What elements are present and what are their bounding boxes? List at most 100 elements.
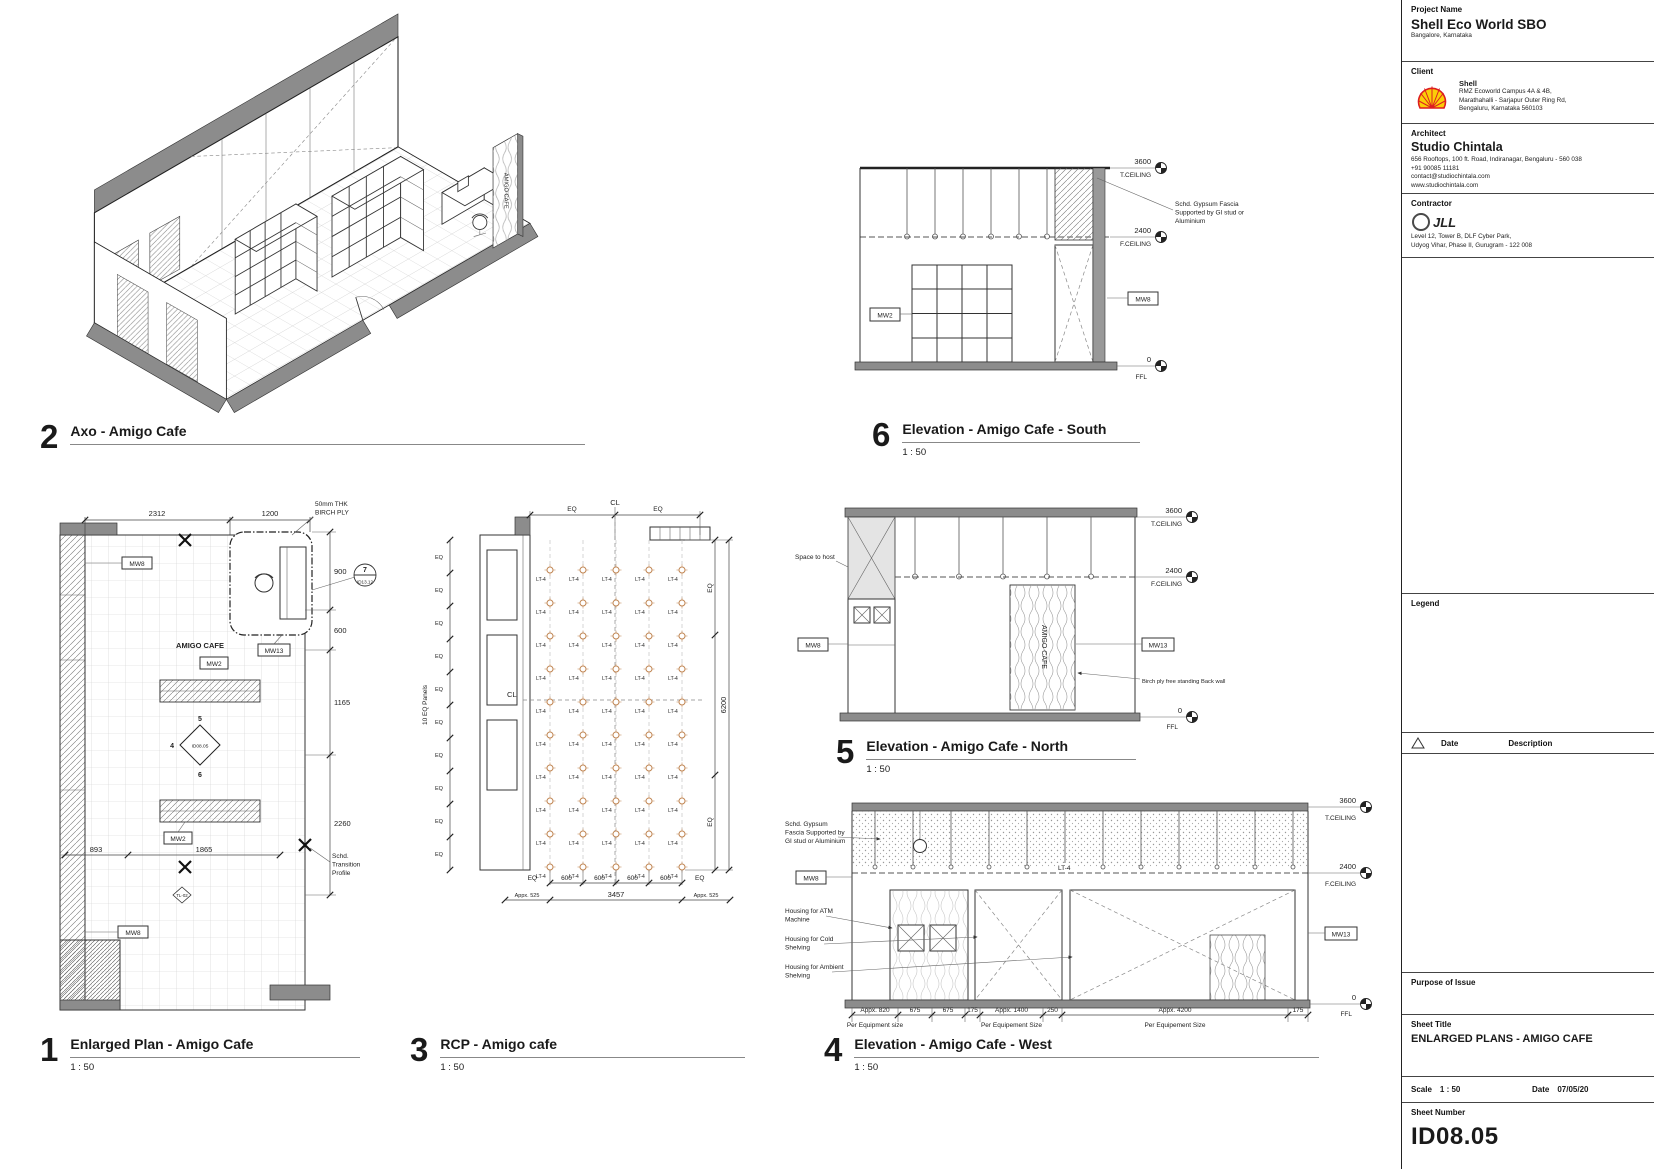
light-label: LT-4 bbox=[569, 676, 579, 682]
eq-label: EQ bbox=[695, 875, 704, 882]
light-label: LT-4 bbox=[635, 643, 645, 649]
west-elevation-drawing: LT-4 Schd. Gypsum Fascia Supported by GI… bbox=[785, 796, 1372, 1029]
svg-text:Birch ply free standing Back w: Birch ply free standing Back wall bbox=[1142, 679, 1225, 685]
ceiling-light bbox=[678, 599, 686, 607]
south-floor bbox=[854, 361, 1118, 371]
dim-appx525: Appx. 525 bbox=[515, 893, 540, 899]
ceiling-light bbox=[612, 698, 620, 706]
ceiling-light bbox=[579, 731, 587, 739]
ceiling-light bbox=[645, 797, 653, 805]
title-block: Project Name Shell Eco World SBO Bangalo… bbox=[1401, 0, 1654, 1169]
ceiling-light bbox=[546, 665, 554, 673]
tag-mw8: MW8 bbox=[1107, 291, 1159, 306]
west-cold-note: Housing for Cold Shelving bbox=[785, 935, 978, 952]
date-value: 07/05/20 bbox=[1557, 1085, 1589, 1094]
ceiling-light bbox=[612, 764, 620, 772]
ceiling-light bbox=[546, 863, 554, 871]
light-label: LT-4 bbox=[569, 610, 579, 616]
light-label: LT-4 bbox=[536, 610, 546, 616]
jll-logo-icon: JLL bbox=[1412, 213, 1456, 231]
client-address: RMZ Ecoworld Campus 4A & 4B, bbox=[1459, 88, 1552, 95]
light-label: LT-4 bbox=[536, 577, 546, 583]
tag-mw2-top: MW2 bbox=[199, 656, 229, 670]
eq-label: EQ bbox=[528, 875, 537, 882]
axo-shelf-unit-a bbox=[234, 203, 318, 315]
north-host-panel bbox=[847, 516, 896, 600]
ceiling-light bbox=[678, 698, 686, 706]
contractor-address: Level 12, Tower B, DLF Cyber Park, bbox=[1411, 233, 1512, 240]
svg-text:FFL: FFL bbox=[1340, 1011, 1352, 1018]
tag-mw2-bottom: MW2 bbox=[163, 821, 193, 845]
light-label: LT-4 bbox=[635, 841, 645, 847]
drawing-scale: 1 : 50 bbox=[70, 1062, 95, 1073]
svg-text:T.CEILING: T.CEILING bbox=[1151, 521, 1182, 528]
ceiling-light bbox=[612, 731, 620, 739]
pendant-light bbox=[1176, 864, 1182, 870]
svg-text:T.CEILING: T.CEILING bbox=[1325, 815, 1356, 822]
svg-text:3600: 3600 bbox=[1339, 796, 1356, 805]
svg-text:F.CEILING: F.CEILING bbox=[1325, 881, 1356, 888]
pendant-light bbox=[1044, 233, 1050, 240]
axo-sign-panel: AMIGO CAFE bbox=[492, 132, 524, 249]
pendant-light bbox=[904, 233, 910, 240]
svg-text:MW8: MW8 bbox=[805, 643, 821, 650]
pendant-light bbox=[1000, 573, 1006, 580]
eq-label: EQ bbox=[435, 786, 444, 792]
svg-text:Schd. Gypsum Fascia: Schd. Gypsum Fascia bbox=[1175, 201, 1239, 208]
south-fascia-panel bbox=[1054, 167, 1094, 241]
svg-text:Aluminium: Aluminium bbox=[1175, 218, 1205, 225]
architect-website: www.studiochintala.com bbox=[1411, 181, 1479, 189]
project-name-label: Project Name bbox=[1411, 5, 1463, 14]
contractor-label: Contractor bbox=[1411, 199, 1452, 208]
sheet-title-label: Sheet Title bbox=[1411, 1020, 1452, 1029]
drawing-scale: 1 : 50 bbox=[854, 1062, 879, 1073]
pendant-light bbox=[912, 573, 918, 580]
dim-3457: 3457 bbox=[608, 890, 625, 899]
light-label: LT-4 bbox=[536, 643, 546, 649]
sheet-number-section: Sheet Number ID08.05 bbox=[1402, 1103, 1654, 1169]
ceiling-light bbox=[612, 665, 620, 673]
south-wall-column bbox=[1092, 167, 1106, 363]
light-label: LT-4 bbox=[635, 577, 645, 583]
svg-text:4: 4 bbox=[170, 743, 174, 750]
light-label: LT-4 bbox=[602, 874, 612, 880]
svg-text:675: 675 bbox=[943, 1007, 954, 1014]
client-address: Marathahalli - Sarjapur Outer Ring Rd, bbox=[1459, 96, 1567, 104]
west-atm-housing bbox=[889, 889, 969, 1001]
light-label: LT-4 bbox=[602, 775, 612, 781]
svg-text:175: 175 bbox=[1293, 1007, 1304, 1014]
tag-mw8: MW8 bbox=[795, 870, 852, 885]
eq-label: EQ bbox=[435, 654, 444, 660]
pendant-lights bbox=[872, 811, 1296, 870]
svg-text:50mm THK: 50mm THK bbox=[315, 501, 348, 508]
plan-wall-cap bbox=[59, 522, 118, 536]
axo-drawing: AMIGO CAFE bbox=[86, 13, 539, 413]
light-label: LT-4 bbox=[668, 874, 678, 880]
drawing-number: 2 bbox=[40, 418, 59, 455]
svg-text:Appx. 4200: Appx. 4200 bbox=[1159, 1007, 1192, 1014]
light-label: LT-4 bbox=[569, 874, 579, 880]
client-address: Bengaluru, Karnataka 560103 bbox=[1459, 105, 1543, 112]
svg-text:2400: 2400 bbox=[1339, 862, 1356, 871]
svg-text:FFL: FFL bbox=[1166, 724, 1178, 731]
plan-detail-callout: 7 ID13.12 bbox=[311, 563, 377, 591]
south-gypsum-note: Schd. Gypsum Fascia Supported by GI stud… bbox=[1096, 177, 1245, 225]
plan-wall-block bbox=[59, 939, 121, 1011]
light-label: LT-4 bbox=[536, 742, 546, 748]
svg-text:Appx. 1400: Appx. 1400 bbox=[995, 1007, 1028, 1014]
ceiling-light bbox=[645, 599, 653, 607]
legend-section: Legend bbox=[1402, 593, 1654, 733]
pendant-light bbox=[1138, 864, 1144, 870]
north-elevation-drawing: AMIGO CAFE Space to host MW8 MW13 Birch … bbox=[795, 506, 1225, 731]
west-dim-bottom: Appx. 820 675 675 175 Appx. 1400 250 App… bbox=[847, 1007, 1312, 1029]
revisions-section: Date Description bbox=[1402, 733, 1654, 973]
drawing-title-text: Elevation - Amigo Cafe - West bbox=[854, 1036, 1319, 1058]
pendant-light bbox=[960, 233, 966, 240]
drawing-title-text: Elevation - Amigo Cafe - North bbox=[866, 738, 1136, 760]
sheet-number: ID08.05 bbox=[1411, 1123, 1499, 1150]
revision-description-label: Description bbox=[1508, 738, 1553, 748]
ceiling-light bbox=[678, 797, 686, 805]
drawing-title-text: Axo - Amigo Cafe bbox=[70, 423, 585, 445]
